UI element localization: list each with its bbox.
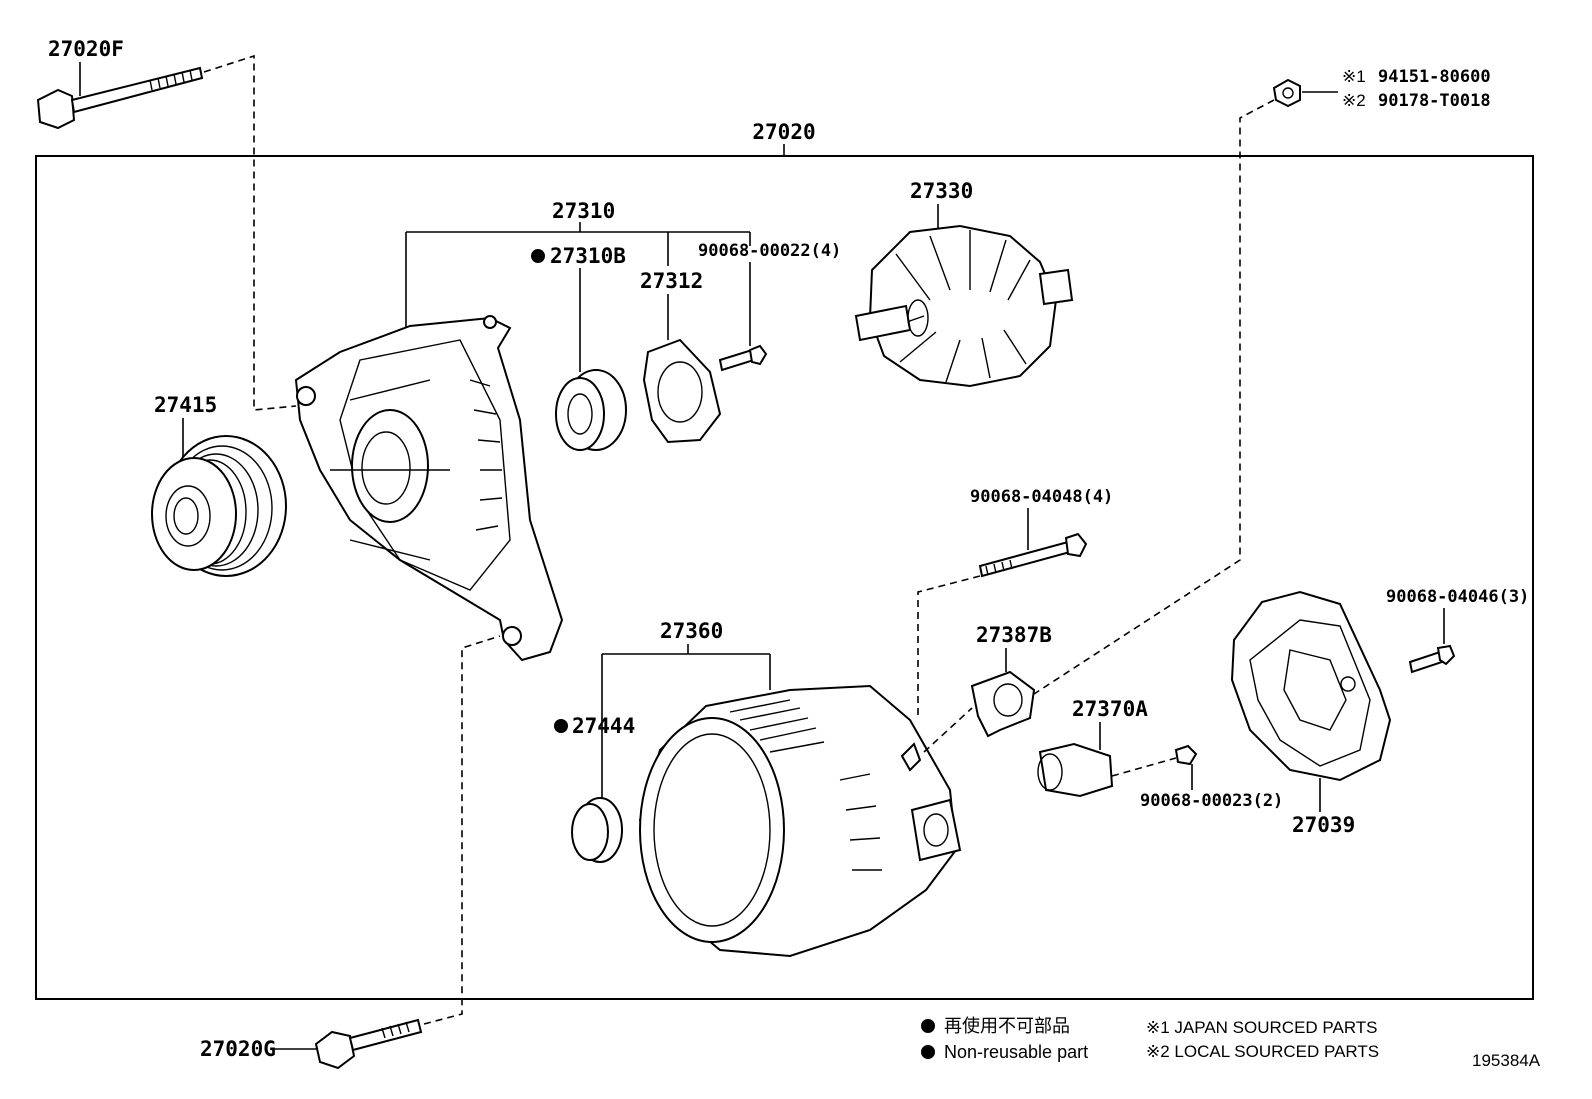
screw-90068-00023[interactable]: 90068-00023(2) [1140,744,1283,811]
drive-end-frame-27310[interactable]: 27310 [294,199,750,662]
label-90068-04046[interactable]: 90068-04046(3) [1386,587,1529,607]
label-27360[interactable]: 27360 [660,619,723,643]
label-27312[interactable]: 27312 [640,269,703,293]
label-27370a[interactable]: 27370A [1072,697,1148,721]
label-27020[interactable]: 27020 [752,120,815,144]
bearing-27310b[interactable]: 27310B [531,244,627,451]
label-27020f[interactable]: 27020F [48,37,124,61]
diagram-ref-code: 195384A [1472,1051,1541,1070]
label-90068-00022[interactable]: 90068-00022(4) [698,241,841,261]
label-27310[interactable]: 27310 [552,199,615,223]
rotor-27330[interactable]: 27330 [854,179,1074,388]
non-reusable-bullet-jp [921,1019,935,1033]
label-27444[interactable]: 27444 [572,714,635,738]
legend-en-text: Non-reusable part [944,1042,1088,1062]
brush-holder-27370a[interactable]: 27370A [1037,697,1148,798]
label-27387b[interactable]: 27387B [976,623,1052,647]
non-reusable-mark [554,719,568,733]
legend-jp-text: 再使用不可部品 [944,1016,1070,1036]
label-27039[interactable]: 27039 [1292,813,1355,837]
pulley-27415[interactable]: 27415 [151,393,287,577]
retainer-27312[interactable]: 27312 [640,232,722,444]
label-94151-80600[interactable]: 94151-80600 [1378,67,1491,87]
non-reusable-bullet-en [921,1045,935,1059]
nut-mark-2: ※2 [1342,91,1366,110]
through-bolt-90068-04048[interactable]: 90068-04048(4) [970,487,1113,578]
label-27330[interactable]: 27330 [910,179,973,203]
legend: 再使用不可部品 Non-reusable part ※1 JAPAN SOURC… [921,1016,1541,1070]
bolt-27020f[interactable]: 27020F [36,37,204,130]
bolt-27020g[interactable]: 27020G [200,1018,423,1070]
label-90178-t0018[interactable]: 90178-T0018 [1378,91,1491,111]
legend-note-local: ※2 LOCAL SOURCED PARTS [1146,1042,1379,1061]
nut-mark-1: ※1 [1342,67,1366,86]
insulator-27387b[interactable]: 27387B [970,623,1052,738]
legend-note-japan: ※1 JAPAN SOURCED PARTS [1146,1018,1378,1037]
nut-94151-80600[interactable]: ※1 94151-80600 ※2 90178-T0018 [1272,67,1491,111]
label-27310b[interactable]: 27310B [550,244,626,268]
label-90068-00023[interactable]: 90068-00023(2) [1140,791,1283,811]
screw-90068-00022[interactable]: 90068-00022(4) [698,232,841,372]
label-27415[interactable]: 27415 [154,393,217,417]
non-reusable-mark [531,249,545,263]
seal-27444[interactable]: 27444 [554,714,635,863]
label-27020g[interactable]: 27020G [200,1037,276,1061]
rear-cover-27039[interactable]: 27039 [1230,590,1392,837]
label-90068-04048[interactable]: 90068-04048(4) [970,487,1113,507]
stator-27360[interactable]: 27360 [601,619,962,958]
screw-90068-04046[interactable]: 90068-04046(3) [1386,587,1529,674]
